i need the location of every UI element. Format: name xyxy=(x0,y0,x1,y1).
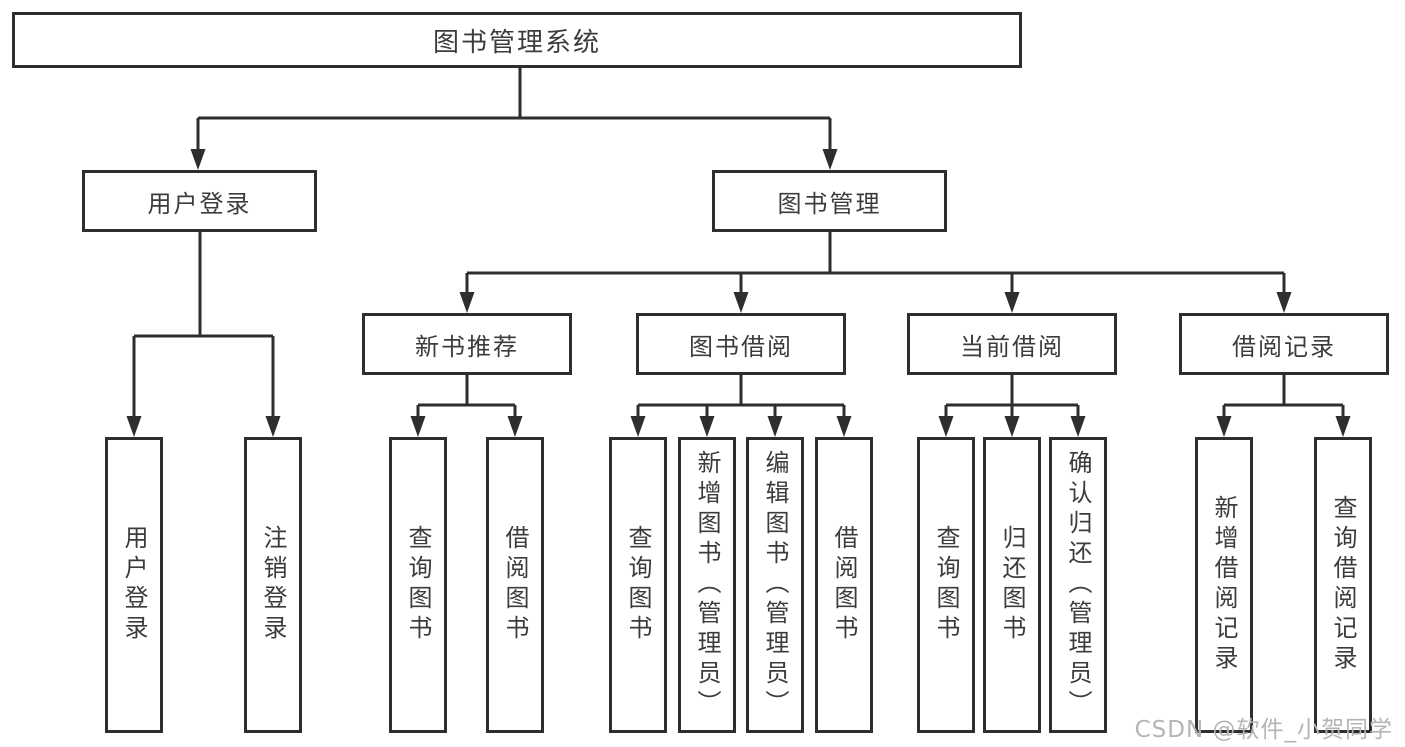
node-label: 图书借阅 xyxy=(689,332,793,361)
node-book-borrowing: 图书借阅 xyxy=(636,313,846,375)
leaf-borrow-books: 借阅图书 xyxy=(815,437,873,733)
node-library-management-system: 图书管理系统 xyxy=(12,12,1022,68)
leaf-query-borrow-record: 查询借阅记录 xyxy=(1314,437,1372,733)
node-label: 确认归还（管理员） xyxy=(1064,450,1092,720)
node-book-management: 图书管理 xyxy=(712,170,947,232)
leaf-user-login: 用户登录 xyxy=(105,437,163,733)
node-label: 查询图书 xyxy=(932,525,960,645)
leaf-edit-books-admin: 编辑图书（管理员） xyxy=(746,437,804,733)
node-label: 借阅记录 xyxy=(1232,332,1336,361)
node-label: 当前借阅 xyxy=(960,332,1064,361)
node-label: 查询借阅记录 xyxy=(1329,495,1357,675)
node-current-borrowing: 当前借阅 xyxy=(907,313,1117,375)
node-label: 查询图书 xyxy=(404,525,432,645)
node-label: 借阅图书 xyxy=(501,525,529,645)
leaf-confirm-return-admin: 确认归还（管理员） xyxy=(1049,437,1107,733)
node-label: 归还图书 xyxy=(998,525,1026,645)
leaf-add-borrow-record: 新增借阅记录 xyxy=(1195,437,1253,733)
node-label: 图书管理 xyxy=(777,189,882,218)
leaf-add-books-admin: 新增图书（管理员） xyxy=(678,437,736,733)
leaf-query-books-current: 查询图书 xyxy=(917,437,975,733)
node-new-book-recommendation: 新书推荐 xyxy=(362,313,572,375)
node-label: 新增图书（管理员） xyxy=(693,450,721,720)
node-label: 新增借阅记录 xyxy=(1210,495,1238,675)
node-label: 查询图书 xyxy=(624,525,652,645)
node-label: 借阅图书 xyxy=(830,525,858,645)
node-label: 新书推荐 xyxy=(415,332,519,361)
node-user-login: 用户登录 xyxy=(82,170,317,232)
node-label: 用户登录 xyxy=(147,189,252,218)
node-borrowing-records: 借阅记录 xyxy=(1179,313,1389,375)
node-label: 编辑图书（管理员） xyxy=(761,450,789,720)
node-label: 注销登录 xyxy=(259,525,287,645)
leaf-return-books: 归还图书 xyxy=(983,437,1041,733)
leaf-query-books-borrowing: 查询图书 xyxy=(609,437,667,733)
node-label: 图书管理系统 xyxy=(432,27,601,58)
node-label: 用户登录 xyxy=(120,525,148,645)
leaf-logout: 注销登录 xyxy=(244,437,302,733)
leaf-borrow-books-recommend: 借阅图书 xyxy=(486,437,544,733)
watermark: CSDN @软件_小贺同学 xyxy=(1134,717,1393,743)
leaf-query-books-recommend: 查询图书 xyxy=(389,437,447,733)
